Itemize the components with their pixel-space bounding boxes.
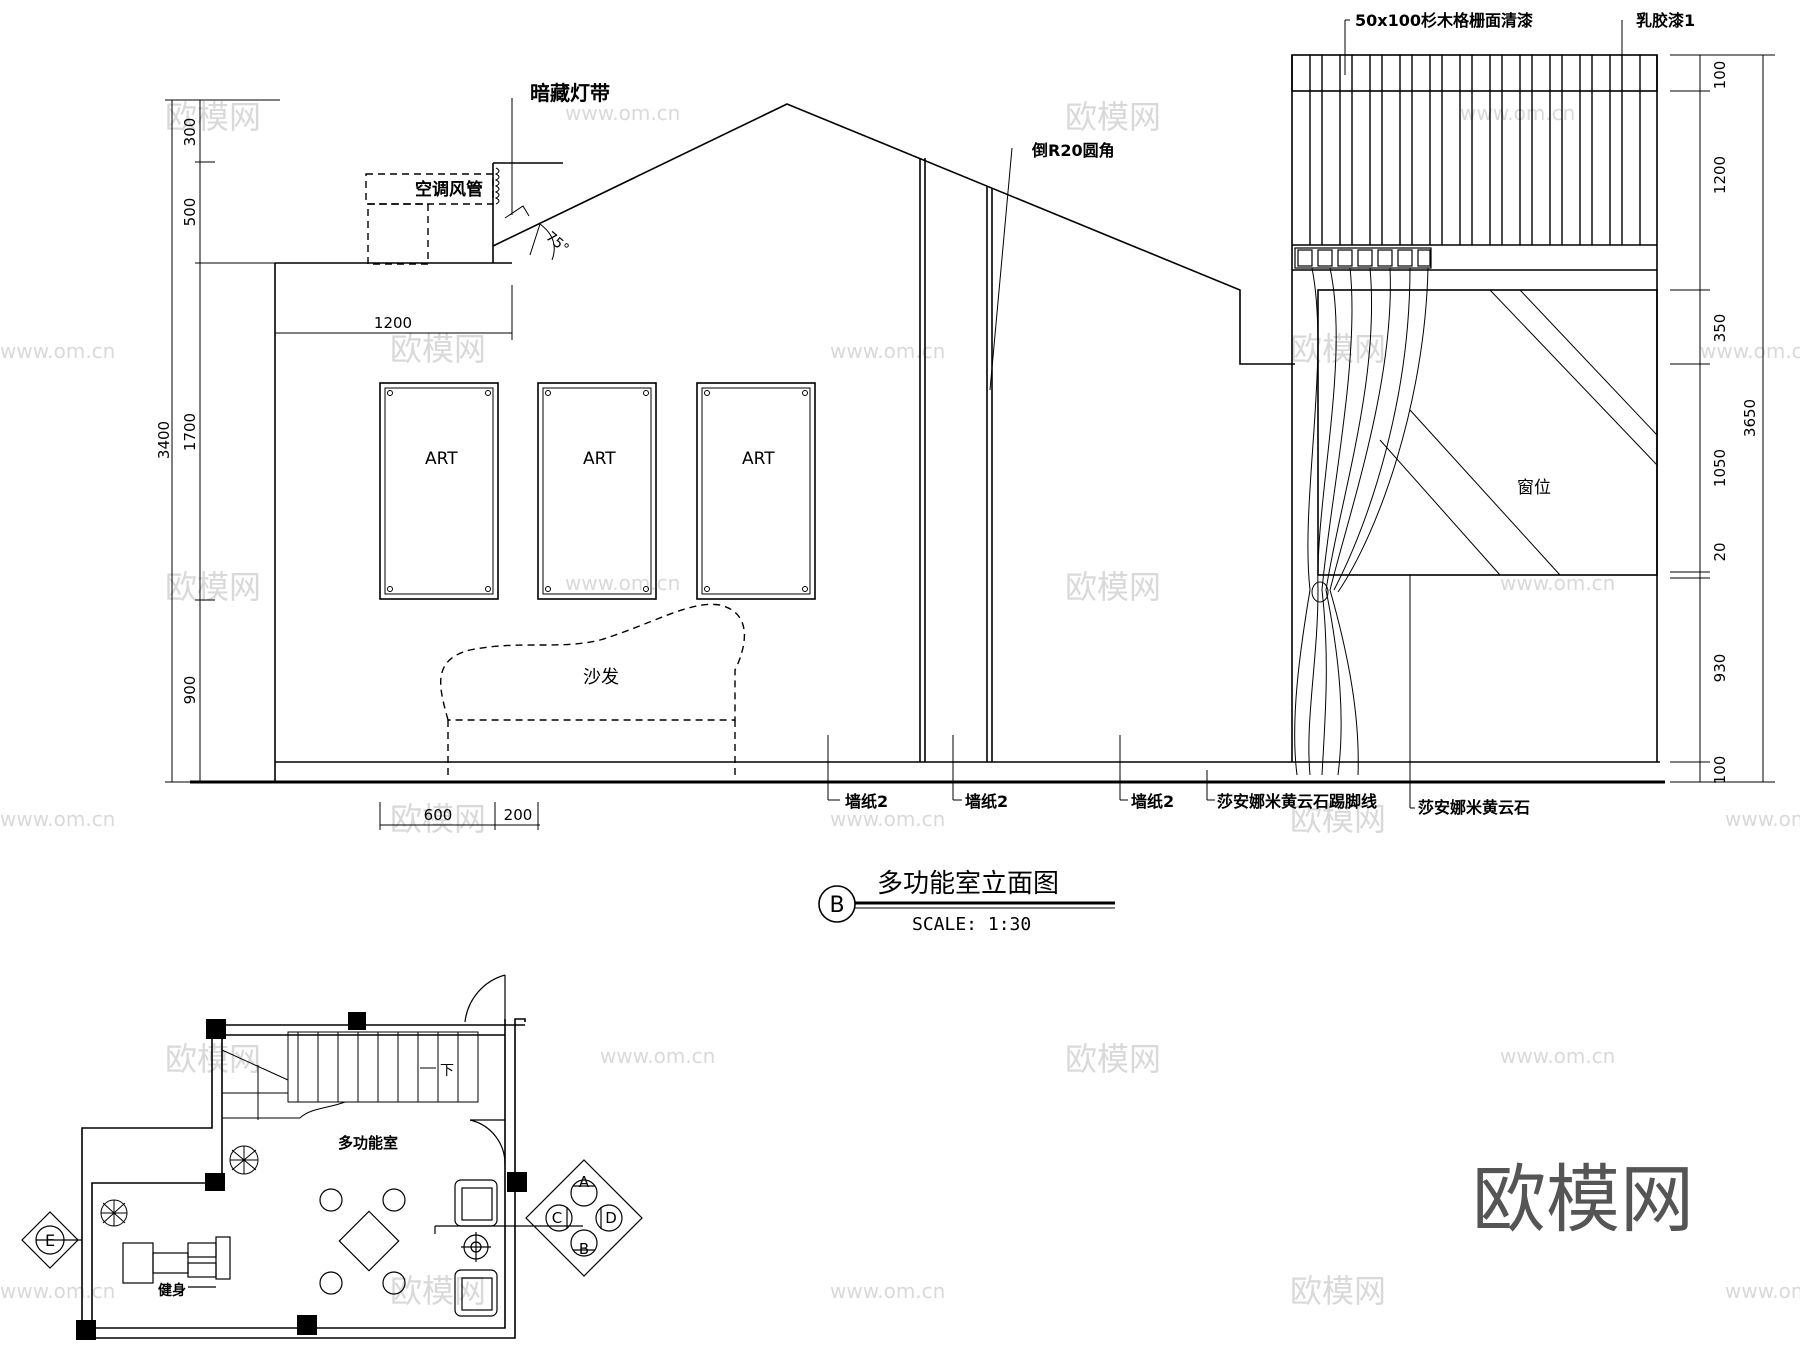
wallpaper-label: 墙纸2: [965, 792, 1008, 811]
angle-arc: [529, 223, 555, 261]
view-marker-d: D: [605, 1209, 617, 1227]
dimensions-bottom: 600 200: [379, 802, 540, 830]
watermark-url: www.om.cn: [565, 101, 680, 125]
dim-label: 20: [1711, 542, 1729, 561]
ac-duct-box: [365, 173, 494, 205]
light-fixture-icon: [504, 205, 530, 219]
view-marker-e: E: [45, 1231, 55, 1250]
dim-label: 1050: [1711, 449, 1729, 487]
view-marker-b: B: [579, 1240, 589, 1258]
sofa-label: 沙发: [583, 667, 619, 688]
dim-label: 1200: [374, 314, 412, 332]
art-frame-inner: [384, 387, 494, 595]
skirting-label: 莎安娜米黄云石踢脚线: [1217, 792, 1377, 811]
art-label: ART: [425, 449, 458, 469]
art-frame-inner: [542, 387, 652, 595]
view-marker-a: A: [579, 1173, 590, 1191]
art-frames: ART ART ART: [379, 382, 816, 600]
elevation-scale: SCALE: 1:30: [912, 914, 1031, 935]
watermark-url: www.om.cn: [600, 1044, 715, 1068]
round-corner-label: 倒R20圆角: [1031, 141, 1115, 160]
curtain: [1294, 267, 1429, 776]
view-marker-c: C: [552, 1209, 562, 1227]
window-frame: [1317, 289, 1658, 576]
watermark-brand: 欧模网: [165, 98, 261, 136]
sofa-outline: [440, 603, 746, 721]
title-block: B 多功能室立面图 SCALE: 1:30: [818, 869, 1115, 935]
watermark-url: www.om.cn: [0, 339, 115, 363]
watermark-url: www.om.cn: [1500, 1044, 1615, 1068]
material-labels: 50x100杉木格栅面清漆 乳胶漆1 倒R20圆角 墙纸2 墙纸2 墙纸2 莎安…: [827, 11, 1695, 817]
elevation-wall: [190, 103, 1665, 784]
section-marker-label: B: [829, 893, 844, 918]
room-label: 多功能室: [338, 1134, 398, 1152]
art-frame: [696, 382, 816, 600]
watermarks: 欧模网 www.om.cn 欧模网 www.om.cn www.om.cn 欧模…: [0, 98, 1800, 1310]
watermark-brand: 欧模网: [1065, 568, 1161, 606]
grille-label: 50x100杉木格栅面清漆: [1355, 11, 1533, 30]
art-label: ART: [583, 449, 616, 469]
watermark-brand: 欧模网: [1290, 800, 1386, 838]
light-strip-symbol: [494, 167, 500, 205]
dim-label: 200: [504, 806, 533, 824]
light-strip-label: 暗藏灯带: [530, 81, 610, 105]
dim-label: 100: [1711, 61, 1729, 90]
sofa: 沙发: [440, 603, 746, 780]
watermark-brand: 欧模网: [390, 330, 486, 368]
wallpaper-label: 墙纸2: [845, 792, 888, 811]
watermark-url: www.om.cn: [1725, 1279, 1800, 1303]
angle-label: 75°: [542, 229, 571, 257]
watermark-logo: 欧模网: [1472, 1157, 1694, 1243]
art-frame: [537, 382, 657, 600]
dim-label: 300: [181, 118, 199, 147]
dim-label: 900: [181, 676, 199, 705]
watermark-url: www.om.cn: [830, 807, 945, 831]
window-label: 窗位: [1517, 478, 1551, 498]
dim-label: 1700: [181, 413, 199, 451]
watermark-url: www.om.cn: [830, 1279, 945, 1303]
watermark-brand: 欧模网: [1290, 330, 1386, 368]
floor-plan: 下 多功能室: [21, 974, 643, 1340]
elevation-title: 多功能室立面图: [877, 869, 1059, 899]
grille-top-rail: [1291, 54, 1658, 92]
watermark-url: www.om.cn: [830, 339, 945, 363]
watermark-brand: 欧模网: [1065, 98, 1161, 136]
watermark-url: www.om.cn: [565, 571, 680, 595]
dim-label: 350: [1711, 314, 1729, 343]
grille-block: 窗位: [1291, 54, 1658, 776]
dim-label: 100: [1711, 756, 1729, 785]
dimensions-right: 100 1200 350 3650 1050 20 930 100: [1670, 54, 1775, 785]
art-frame-inner: [701, 387, 811, 595]
dim-label: 500: [181, 198, 199, 227]
watermark-url: www.om.cn: [1700, 339, 1800, 363]
watermark-brand: 欧模网: [1065, 1040, 1161, 1078]
art-label: ART: [742, 449, 775, 469]
gym-label: 健身: [158, 1282, 186, 1299]
watermark-url: www.om.cn: [1725, 807, 1800, 831]
roof-slope: [492, 103, 1295, 365]
stone-label: 莎安娜米黄云石: [1418, 798, 1530, 817]
art-frame: [379, 382, 499, 600]
wallpaper-label: 墙纸2: [1131, 792, 1174, 811]
dim-label: 930: [1711, 654, 1729, 683]
dim-label: 3400: [155, 421, 173, 459]
watermark-brand: 欧模网: [390, 800, 486, 838]
watermark-brand: 欧模网: [165, 1040, 261, 1078]
watermark-url: www.om.cn: [1460, 101, 1575, 125]
stairs-down-label: 下: [440, 1063, 454, 1079]
dimensions-left: 300 500 3400 1700 900 1200: [155, 99, 513, 783]
latex-paint-label: 乳胶漆1: [1636, 11, 1695, 30]
watermark-brand: 欧模网: [1290, 1272, 1386, 1310]
leader-line: [989, 147, 1013, 391]
dim-label: 1200: [1711, 156, 1729, 194]
dim-label: 600: [424, 806, 453, 824]
watermark-url: www.om.cn: [0, 1279, 115, 1303]
ac-duct-label: 空调风管: [415, 179, 483, 200]
watermark-url: www.om.cn: [0, 807, 115, 831]
dim-label: 3650: [1741, 399, 1759, 437]
ac-duct-down: [367, 203, 429, 265]
